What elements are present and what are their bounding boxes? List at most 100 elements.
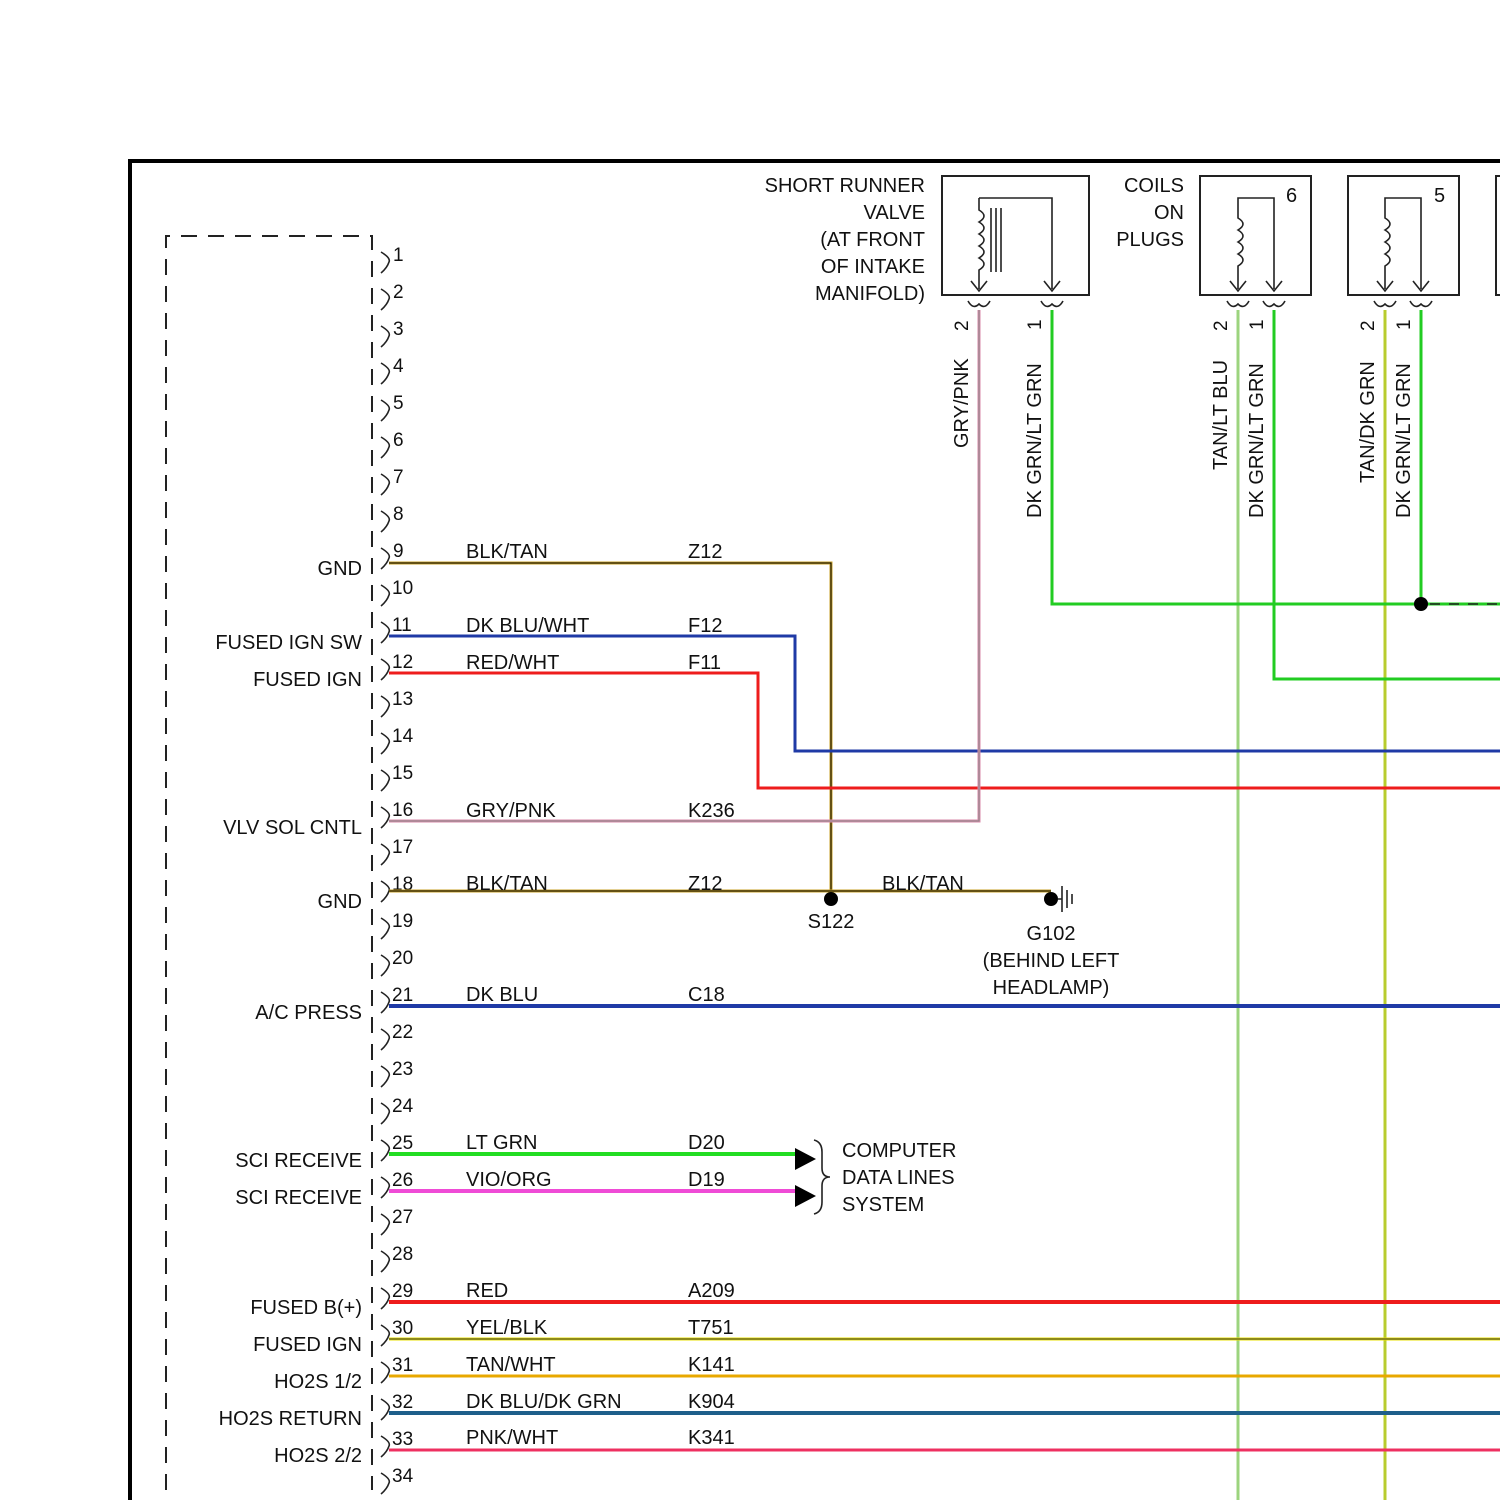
circuit-id-pin26: D19 bbox=[688, 1169, 725, 1191]
function-label-pin9: GND bbox=[318, 558, 362, 580]
connector-pin-number: 14 bbox=[392, 726, 414, 747]
connector-pin-number: 19 bbox=[392, 911, 413, 932]
data-lines-label-line3: SYSTEM bbox=[842, 1194, 924, 1216]
coils-label-line1: COILS bbox=[1124, 175, 1184, 197]
circuit-id-pin9: Z12 bbox=[688, 541, 722, 563]
wire-color-pin31: TAN/WHT bbox=[466, 1354, 556, 1376]
circuit-id-pin29: A209 bbox=[688, 1280, 735, 1302]
coil-6-pin-2-label: 2 bbox=[1211, 320, 1232, 331]
wire-color-pin33: PNK/WHT bbox=[466, 1427, 558, 1449]
brace-icon bbox=[814, 1140, 830, 1214]
splice-wire-label: BLK/TAN bbox=[882, 873, 964, 895]
function-label-pin30: FUSED IGN bbox=[253, 1334, 362, 1356]
connector-cavity bbox=[381, 548, 389, 569]
connector-cavity bbox=[381, 1029, 389, 1050]
data-lines-label-line2: DATA LINES bbox=[842, 1167, 955, 1189]
function-label-pin25: SCI RECEIVE bbox=[235, 1150, 362, 1172]
connector-cavity bbox=[381, 955, 389, 976]
wire-pin9-blk-tan bbox=[389, 563, 831, 891]
valve-terminal-1 bbox=[1041, 301, 1063, 306]
coil-5-pin-2-label: 2 bbox=[1358, 320, 1379, 331]
short-runner-valve: SHORT RUNNER VALVE (AT FRONT OF INTAKE M… bbox=[765, 175, 1089, 518]
connector-cavity bbox=[381, 622, 389, 643]
function-label-pin26: SCI RECEIVE bbox=[235, 1187, 362, 1209]
wire-pin16-gry-pnk-tracer bbox=[389, 310, 979, 821]
function-labels: GND FUSED IGN SW FUSED IGN VLV SOL CNTL … bbox=[215, 558, 362, 1467]
wire-color-pin32: DK BLU/DK GRN bbox=[466, 1391, 622, 1413]
circuit-id-pin33: K341 bbox=[688, 1427, 735, 1449]
valve-wire-2-label: GRY/PNK bbox=[951, 358, 973, 448]
coil-6-terminal-2 bbox=[1227, 301, 1249, 306]
function-label-pin16: VLV SOL CNTL bbox=[223, 817, 362, 839]
wire-pin12-red-wht bbox=[389, 673, 1500, 788]
junction-dot bbox=[1414, 597, 1428, 611]
connector-cavity bbox=[381, 1214, 389, 1235]
connector-pin-number: 1 bbox=[393, 245, 404, 266]
connector-cavity bbox=[381, 400, 389, 421]
connector-pin-number: 24 bbox=[392, 1096, 414, 1117]
connector-pin-number: 26 bbox=[392, 1170, 413, 1191]
connector-pin-number: 11 bbox=[392, 615, 412, 636]
connector-cavity bbox=[381, 1177, 389, 1198]
ground-icon bbox=[1058, 886, 1072, 912]
wire-color-pin12: RED/WHT bbox=[466, 652, 559, 674]
connector-cavity bbox=[381, 1251, 389, 1272]
ground-label: G102 bbox=[1027, 923, 1076, 945]
coils-label-line3: PLUGS bbox=[1116, 229, 1184, 251]
circuit-id-pin30: T751 bbox=[688, 1317, 734, 1339]
connector-pin-number: 30 bbox=[392, 1318, 413, 1339]
function-label-pin11: FUSED IGN SW bbox=[215, 632, 362, 654]
connector-cavity bbox=[381, 326, 389, 347]
splice-dot bbox=[824, 892, 838, 906]
connector-pin-number: 28 bbox=[392, 1244, 413, 1265]
coil-5-wire-2-label: TAN/DK GRN bbox=[1357, 361, 1379, 483]
connector-cavity bbox=[381, 474, 389, 495]
data-lines-destination: COMPUTER DATA LINES SYSTEM bbox=[795, 1140, 956, 1216]
connector-cavity bbox=[381, 844, 389, 865]
circuit-id-pin32: K904 bbox=[688, 1391, 735, 1413]
connector-cavity bbox=[381, 1140, 389, 1161]
coil-5-terminal-2 bbox=[1374, 301, 1396, 306]
wire-color-pin29: RED bbox=[466, 1280, 508, 1302]
splice-label: S122 bbox=[808, 911, 855, 933]
connector-pin-number: 7 bbox=[393, 467, 404, 488]
connector-pin-number: 13 bbox=[392, 689, 413, 710]
connector-cavity bbox=[381, 696, 389, 717]
circuit-id-pin25: D20 bbox=[688, 1132, 725, 1154]
valve-label-line4: OF INTAKE bbox=[821, 256, 925, 278]
coils-on-plugs: COILS ON PLUGS 6 2 1 TAN/LT BLU DK GRN/L… bbox=[1116, 175, 1500, 518]
connector-pin-number: 9 bbox=[393, 541, 404, 562]
connector-cavity bbox=[381, 585, 389, 606]
connector-pin-number: 32 bbox=[392, 1392, 413, 1413]
ground-location-line1: (BEHIND LEFT bbox=[983, 950, 1120, 972]
wire-color-pin26: VIO/ORG bbox=[466, 1169, 552, 1191]
connector-pin-number: 5 bbox=[393, 393, 404, 414]
connector-pin-number: 2 bbox=[393, 282, 404, 303]
circuit-id-pin11: F12 bbox=[688, 615, 722, 637]
connector-cavity bbox=[381, 437, 389, 458]
wire-pin9-blk-tan-tracer bbox=[389, 563, 831, 891]
wires bbox=[389, 310, 1500, 1500]
wire-color-pin25: LT GRN bbox=[466, 1132, 538, 1154]
connector-cavity bbox=[381, 1325, 389, 1346]
coil-5-number: 5 bbox=[1434, 185, 1445, 207]
valve-pin-2-label: 2 bbox=[952, 320, 973, 331]
connector-pin-number: 27 bbox=[392, 1207, 413, 1228]
arrow-icon bbox=[795, 1185, 816, 1207]
circuit-id-pin18: Z12 bbox=[688, 873, 722, 895]
connector-cavity bbox=[381, 1103, 389, 1124]
connector-pin-number: 31 bbox=[392, 1355, 413, 1376]
valve-label-line3: (AT FRONT bbox=[820, 229, 925, 251]
function-label-pin32: HO2S RETURN bbox=[219, 1408, 362, 1430]
coil-5-wire-1-label: DK GRN/LT GRN bbox=[1393, 363, 1415, 518]
wire-color-pin30: YEL/BLK bbox=[466, 1317, 548, 1339]
circuit-id-pin31: K141 bbox=[688, 1354, 735, 1376]
ground-terminal-dot bbox=[1044, 892, 1058, 906]
connector-cavity bbox=[381, 659, 389, 680]
wire-labels: BLK/TAN Z12 DK BLU/WHT F12 RED/WHT F11 G… bbox=[466, 541, 735, 1449]
data-lines-label-line1: COMPUTER bbox=[842, 1140, 956, 1162]
coil-6-wire-2-label: TAN/LT BLU bbox=[1210, 360, 1232, 470]
valve-body bbox=[942, 176, 1089, 295]
coil-6-wire-1-label: DK GRN/LT GRN bbox=[1246, 363, 1268, 518]
